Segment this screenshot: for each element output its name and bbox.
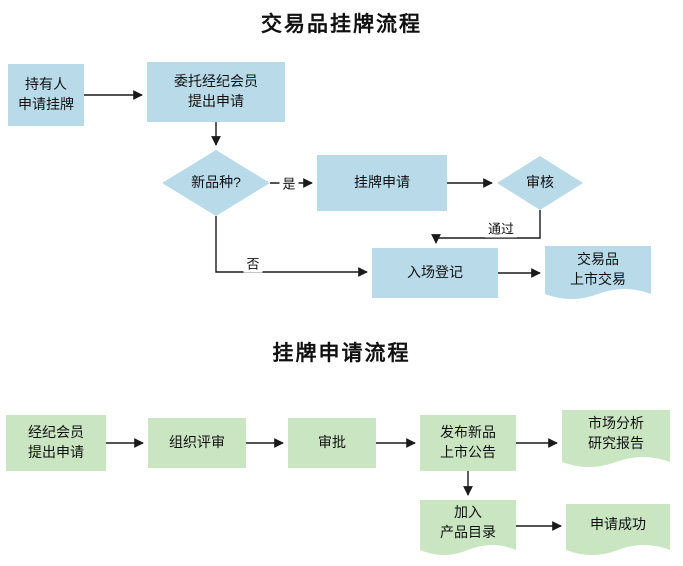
edge-label-pass: 通过 xyxy=(484,218,518,238)
chart2-title: 挂牌申请流程 xyxy=(272,342,411,365)
node-announce: 发布新品 上市公告 xyxy=(420,415,516,471)
success-document-shape xyxy=(566,504,670,555)
edge-label-no: 否 xyxy=(243,253,263,273)
node-broker-apply: 经纪会员 提出申请 xyxy=(6,415,106,471)
node-entrust-broker: 委托经纪会员 提出申请 xyxy=(147,62,285,122)
arrow-decision-no-to-register xyxy=(215,216,368,277)
catalog-document-label: 加入 产品目录 xyxy=(440,504,496,540)
listed-trade-document-label: 交易品 上市交易 xyxy=(570,251,626,287)
success-document-label: 申请成功 xyxy=(590,516,646,533)
node-approve: 审批 xyxy=(288,418,376,468)
edge-label-yes: 是 xyxy=(279,173,299,193)
market-report-document-shape xyxy=(562,410,670,467)
arrow-review-pass-to-register xyxy=(431,210,541,244)
review-diamond-label: 审核 xyxy=(526,174,554,191)
catalog-document-shape xyxy=(420,500,516,555)
chart1-title: 交易品挂牌流程 xyxy=(261,13,422,36)
new-variety-diamond-label: 新品种? xyxy=(191,174,241,191)
listed-trade-document-shape xyxy=(545,246,651,299)
node-holder-apply: 持有人 申请挂牌 xyxy=(8,64,84,126)
new-variety-diamond xyxy=(162,150,270,216)
market-report-document-label: 市场分析 研究报告 xyxy=(588,415,644,451)
node-entry-register: 入场登记 xyxy=(372,248,498,298)
review-diamond xyxy=(497,156,583,210)
node-listing-apply: 挂牌申请 xyxy=(317,155,447,211)
node-organize-review: 组织评审 xyxy=(148,418,246,468)
